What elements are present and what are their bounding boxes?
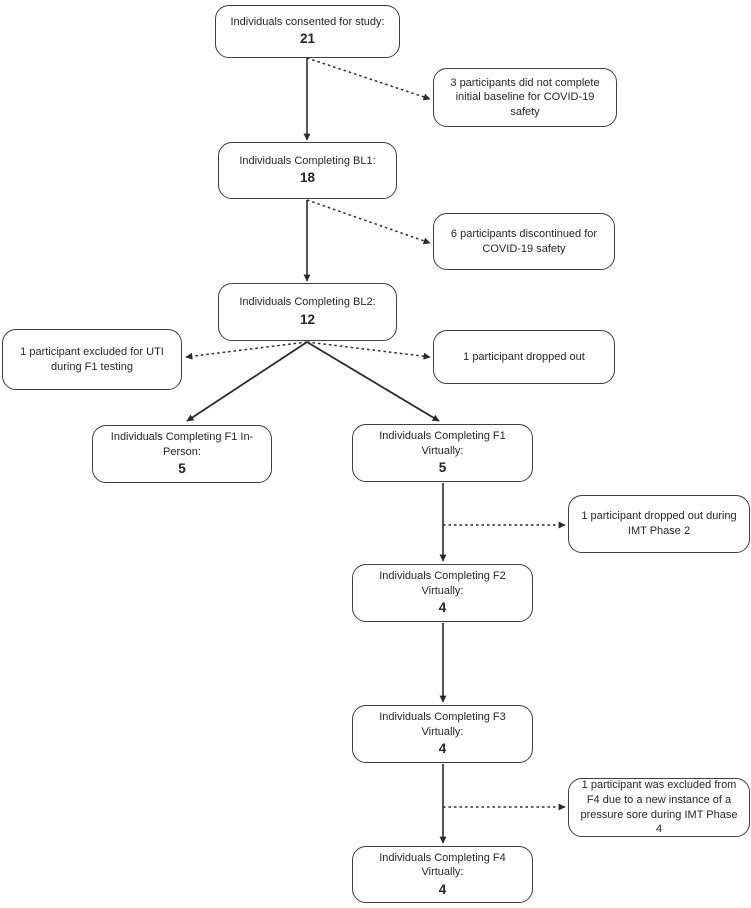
arrow-bl2-to-f1-inperson <box>186 341 308 422</box>
node-f3-virtual: Individuals Completing F3 Virtually: 4 <box>352 705 533 763</box>
arrow-bl1-to-excl-covid <box>306 199 431 245</box>
node-bl2: Individuals Completing BL2: 12 <box>218 283 397 341</box>
arrow-bl2-to-excl-dropout <box>306 341 431 360</box>
node-excl-imt2: 1 participant dropped out during IMT Pha… <box>568 495 750 553</box>
node-excl-dropout: 1 participant dropped out <box>433 330 615 384</box>
node-excl-uti-text: 1 participant excluded for UTI during F1… <box>20 345 164 373</box>
node-f1-virtual: Individuals Completing F1 Virtually: 5 <box>352 424 533 482</box>
arrow-bl2-to-excl-uti <box>185 341 308 360</box>
arrow-consented-to-excl-baseline <box>306 57 431 101</box>
node-consented-value: 21 <box>299 31 316 47</box>
node-bl1-value: 18 <box>299 170 316 186</box>
arrow-bl2-to-f1-virtual <box>306 341 440 422</box>
node-bl2-value: 12 <box>299 311 316 327</box>
node-f1-inperson-label: Individuals Completing F1 In-Person: <box>110 431 254 458</box>
node-f2-virtual: Individuals Completing F2 Virtually: 4 <box>352 564 533 622</box>
node-f1-inperson-value: 5 <box>178 461 186 477</box>
node-f4-virtual: Individuals Completing F4 Virtually: 4 <box>352 846 533 903</box>
node-excl-uti: 1 participant excluded for UTI during F1… <box>2 329 182 390</box>
node-f1-inperson: Individuals Completing F1 In-Person: 5 <box>92 425 272 483</box>
node-excl-pressure-text: 1 participant was excluded from F4 due t… <box>580 779 738 836</box>
node-excl-pressure: 1 participant was excluded from F4 due t… <box>568 778 750 837</box>
node-f4-virtual-label: Individuals Completing F4 Virtually: <box>379 851 506 879</box>
node-excl-baseline: 3 participants did not complete initial … <box>433 68 617 127</box>
node-f1-virtual-value: 5 <box>438 460 447 476</box>
node-bl1-label: Individuals Completing BL1: <box>239 154 376 167</box>
node-bl2-label: Individuals Completing BL2: <box>239 296 376 309</box>
node-f2-virtual-value: 4 <box>438 600 447 616</box>
node-f4-virtual-value: 4 <box>438 881 447 897</box>
node-excl-covid-text: 6 participants discontinued for COVID-19… <box>450 227 598 255</box>
node-f3-virtual-value: 4 <box>438 741 447 757</box>
node-bl1: Individuals Completing BL1: 18 <box>218 142 397 199</box>
node-excl-covid: 6 participants discontinued for COVID-19… <box>433 213 615 270</box>
node-excl-baseline-text: 3 participants did not complete initial … <box>450 76 600 118</box>
node-consented-label: Individuals consented for study: <box>230 15 385 28</box>
node-excl-dropout-text: 1 participant dropped out <box>463 350 585 363</box>
node-f2-virtual-label: Individuals Completing F2 Virtually: <box>379 570 506 597</box>
node-excl-imt2-text: 1 participant dropped out during IMT Pha… <box>581 510 737 537</box>
node-f3-virtual-label: Individuals Completing F3 Virtually: <box>379 711 506 738</box>
node-consented: Individuals consented for study: 21 <box>215 5 400 58</box>
node-f1-virtual-label: Individuals Completing F1 Virtually: <box>379 430 506 457</box>
